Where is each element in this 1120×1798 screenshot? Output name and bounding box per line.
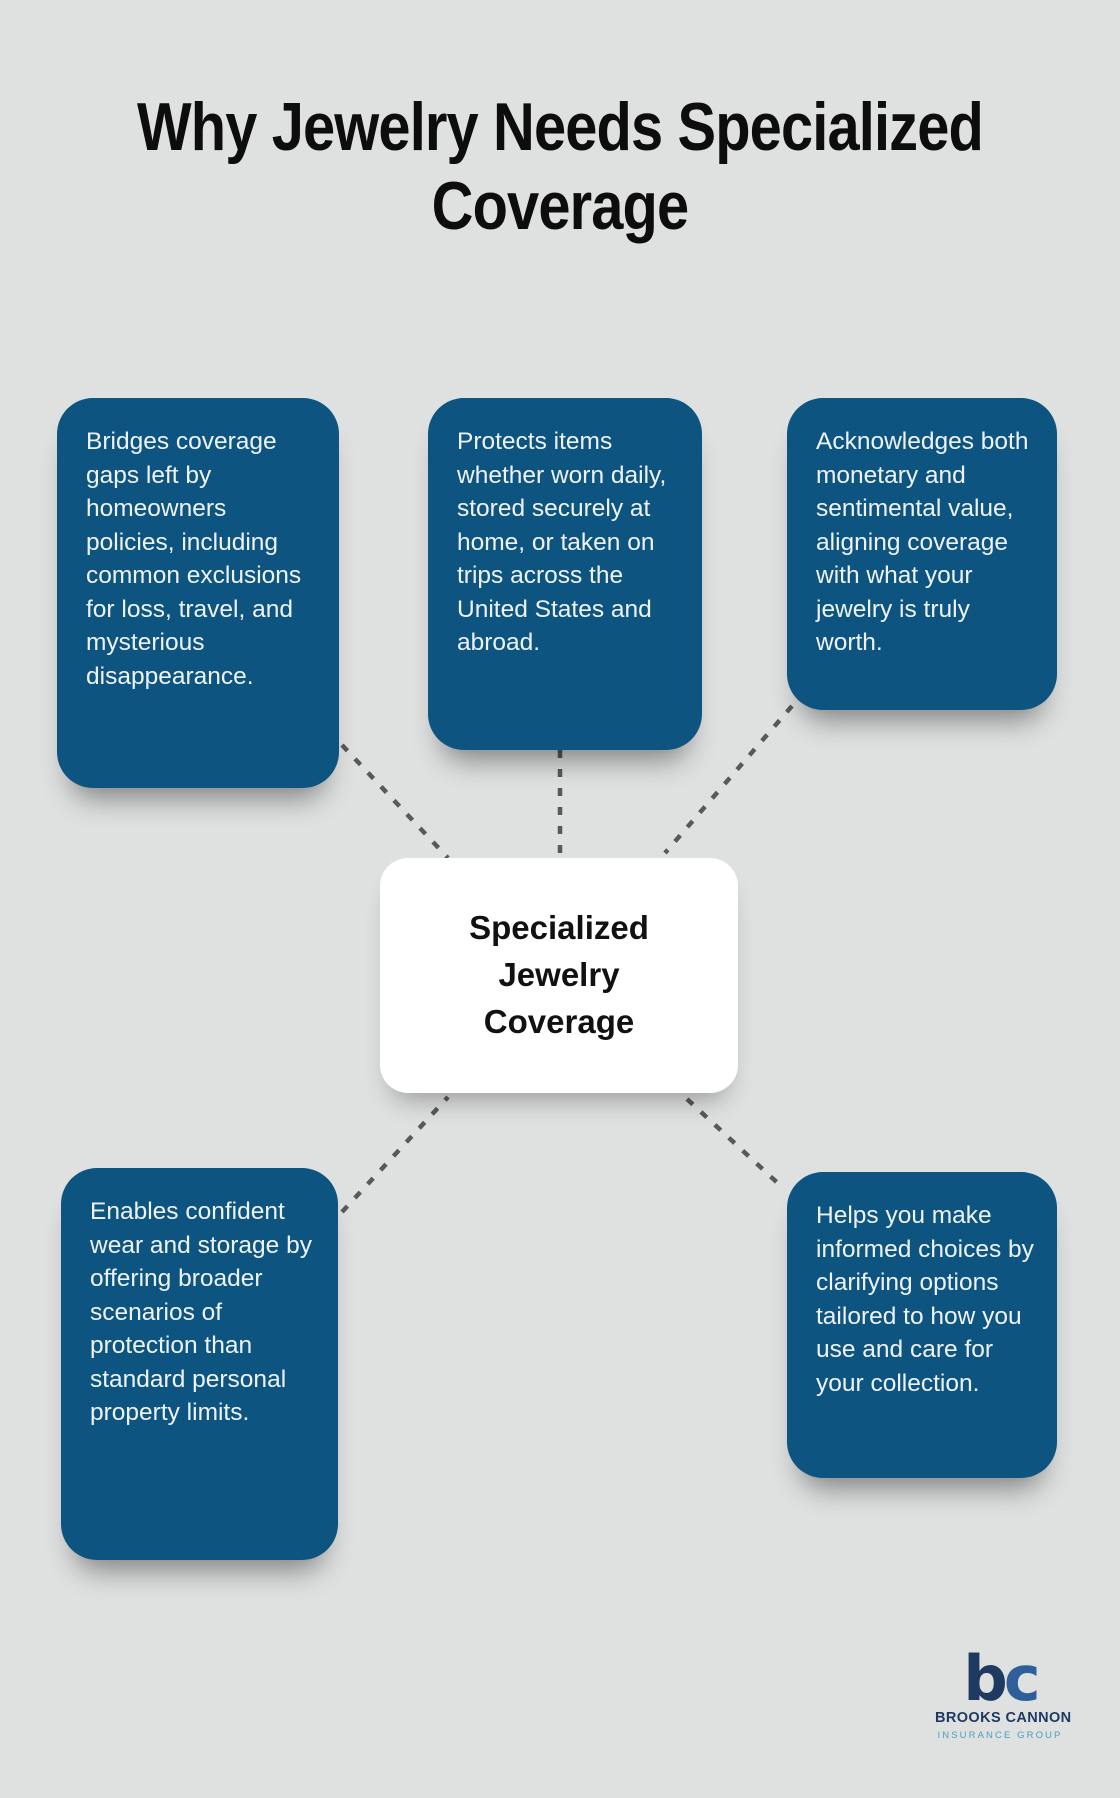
- brand-tagline: INSURANCE GROUP: [937, 1729, 1063, 1741]
- connector-bottom-left: [340, 1095, 450, 1214]
- central-topic-node: Specialized Jewelry Coverage: [380, 858, 738, 1093]
- benefit-card-text: Enables confident wear and storage by of…: [90, 1198, 312, 1426]
- benefit-card-text: Bridges coverage gaps left by homeowners…: [86, 428, 302, 690]
- monogram-letter-c: c: [1003, 1642, 1041, 1715]
- benefit-card-text: Acknowledges both monetary and sentiment…: [816, 428, 1029, 656]
- central-topic-line-1: Specialized: [469, 909, 649, 947]
- benefit-card-top-right: Acknowledges both monetary and sentiment…: [787, 398, 1057, 710]
- benefit-card-text: Helps you make informed choices by clari…: [816, 1202, 1034, 1397]
- page-title-line-2: Coverage: [431, 167, 689, 244]
- benefit-card-bottom-left: Enables confident wear and storage by of…: [61, 1168, 338, 1560]
- benefit-card-bottom-right: Helps you make informed choices by clari…: [787, 1172, 1057, 1478]
- brand-monogram-icon: bc: [935, 1648, 1065, 1710]
- benefit-card-text: Protects items whether worn daily, store…: [457, 428, 667, 656]
- benefit-card-top-center: Protects items whether worn daily, store…: [428, 398, 702, 750]
- page-title-line-1: Why Jewelry Needs Specialized: [137, 89, 984, 165]
- connector-top-right: [663, 704, 794, 855]
- central-topic-line-3: Coverage: [483, 1002, 635, 1040]
- monogram-letter-b: b: [963, 1642, 1007, 1715]
- connector-bottom-right: [685, 1097, 785, 1190]
- benefit-card-top-left: Bridges coverage gaps left by homeowners…: [57, 398, 339, 788]
- brand-name: BROOKS CANNON: [935, 1710, 1072, 1726]
- connector-top-left: [340, 743, 450, 860]
- central-topic-line-2: Jewelry: [498, 956, 620, 994]
- brand-logo: bc BROOKS CANNON INSURANCE GROUP: [935, 1648, 1072, 1741]
